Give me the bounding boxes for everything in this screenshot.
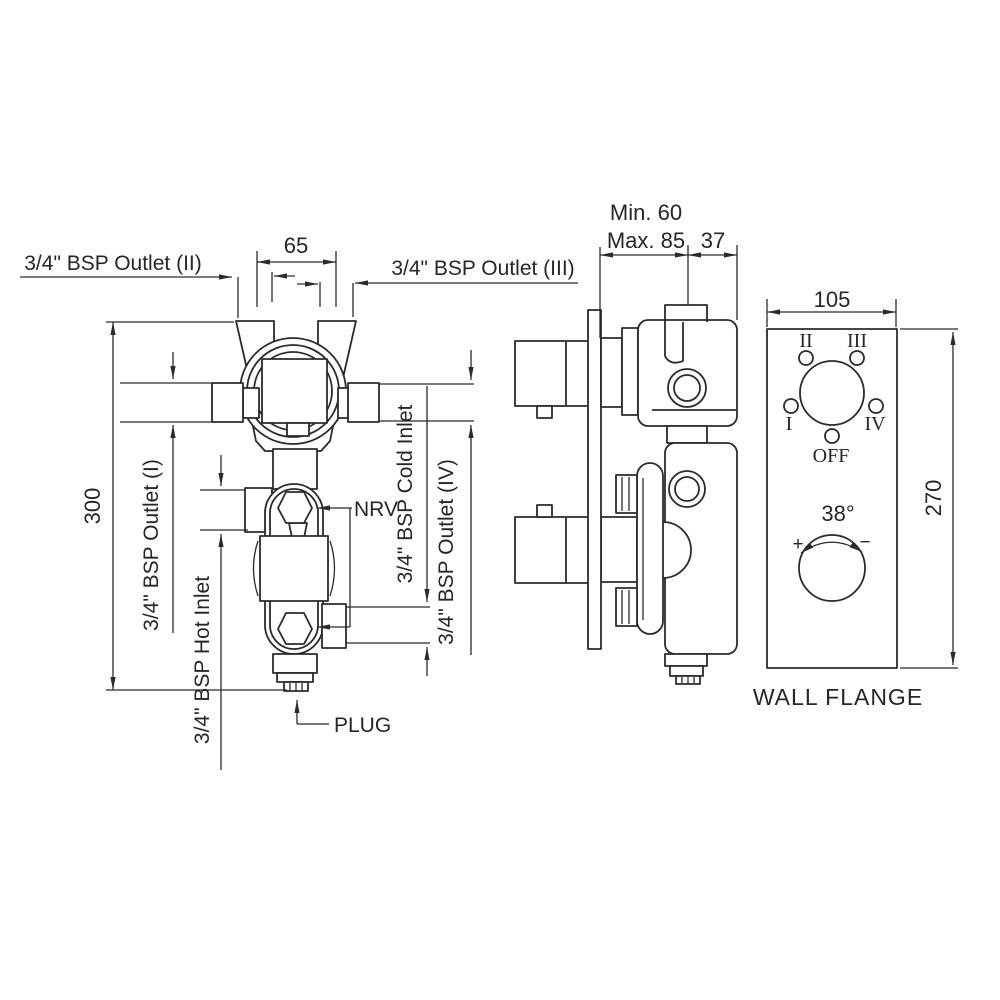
- position-dot-ii: [798, 350, 814, 366]
- wall-flange-outline: [766, 328, 898, 669]
- side-port-left-connector: [242, 387, 260, 419]
- wall-plate-profile: [587, 309, 602, 650]
- upper-step-2: [621, 327, 639, 416]
- band-arc-right: [329, 540, 336, 597]
- temp-knob-circle: [798, 534, 866, 602]
- side-view-dimensions: [599, 245, 738, 338]
- nrv-bolt-lower: [615, 587, 638, 627]
- position-dot-iii: [849, 350, 865, 366]
- dim-min-60: Min. 60: [610, 200, 682, 225]
- temp-angle-label: 38°: [821, 501, 854, 526]
- plug-cap: [276, 672, 314, 683]
- temp-plus-label: +: [792, 534, 803, 555]
- rear-pipe-block-lower: [514, 516, 590, 584]
- dim-37: 37: [701, 228, 725, 253]
- side-port-left-outlet-i: [211, 382, 244, 423]
- temp-rotation-arc: [800, 541, 863, 554]
- label-outlet-ii: 3/4" BSP Outlet (II): [24, 252, 201, 275]
- nrv-hex-bottom: [277, 612, 313, 645]
- front-view-dimensions: [20, 251, 578, 770]
- label-hot-inlet: 3/4" BSP Hot Inlet: [191, 576, 214, 744]
- nrv-bolt-upper: [615, 474, 638, 514]
- dim-65: 65: [284, 233, 308, 258]
- dim-270: 270: [921, 480, 946, 517]
- diverter-cartridge-square: [261, 358, 328, 424]
- side-view-valve: [514, 304, 738, 685]
- rear-pipe-notch-upper: [536, 405, 553, 419]
- retaining-clip: [664, 304, 708, 322]
- label-outlet-iii: 3/4" BSP Outlet (III): [391, 257, 574, 280]
- position-label-iii: III: [847, 330, 867, 352]
- nrv-housing-side: [636, 462, 664, 635]
- valve-neck: [272, 448, 318, 490]
- position-dot-off: [824, 428, 840, 444]
- rear-pipe-block-upper: [514, 340, 590, 407]
- plug-knurl-ticks: [289, 683, 303, 691]
- body-connector-side: [666, 425, 708, 444]
- label-outlet-i: 3/4" BSP Outlet (I): [140, 459, 163, 631]
- position-label-ii: II: [799, 330, 812, 352]
- plug-cap-side: [669, 665, 704, 677]
- dim-max-85: Max. 85: [607, 228, 685, 253]
- dim-105: 105: [814, 287, 851, 312]
- rear-pipe-notch-lower: [536, 504, 553, 518]
- nrv-leader: [317, 505, 352, 630]
- temperature-knob: 38° + −: [792, 501, 871, 602]
- position-dot-iv: [868, 398, 884, 414]
- wall-flange-view: II III I IV OFF 38° + − 105 270 WALL FLA…: [753, 287, 958, 710]
- label-plug: PLUG: [334, 714, 391, 737]
- position-label-iv: IV: [864, 413, 886, 435]
- bottom-neck: [272, 653, 318, 674]
- lower-connector-through-wall: [600, 516, 641, 583]
- position-label-off: OFF: [813, 445, 850, 467]
- diverter-cartridge-tab: [286, 422, 310, 437]
- position-label-i: I: [786, 413, 793, 435]
- nrv-hex-top: [277, 491, 313, 524]
- dim-300: 300: [80, 488, 105, 525]
- temp-minus-label: −: [859, 532, 870, 553]
- diverter-dial: II III I IV OFF: [783, 330, 886, 467]
- outlet-iv-port: [321, 603, 347, 649]
- thermostat-band: [259, 535, 329, 602]
- label-outlet-iv: 3/4" BSP Outlet (IV): [435, 459, 458, 645]
- diverter-dial-circle: [799, 360, 865, 426]
- wall-flange-caption: WALL FLANGE: [753, 684, 923, 710]
- bottom-step-side: [664, 653, 708, 667]
- front-view-valve-body: [211, 320, 380, 692]
- upper-step-1: [600, 337, 623, 408]
- position-dot-i: [783, 398, 799, 414]
- label-cold-inlet: 3/4" BSP Cold Inlet: [394, 405, 417, 584]
- side-port-right-cold-inlet: [347, 382, 380, 423]
- label-nrv: NRV: [354, 498, 398, 521]
- plug-leader: [294, 700, 329, 725]
- band-arc-left: [252, 540, 259, 597]
